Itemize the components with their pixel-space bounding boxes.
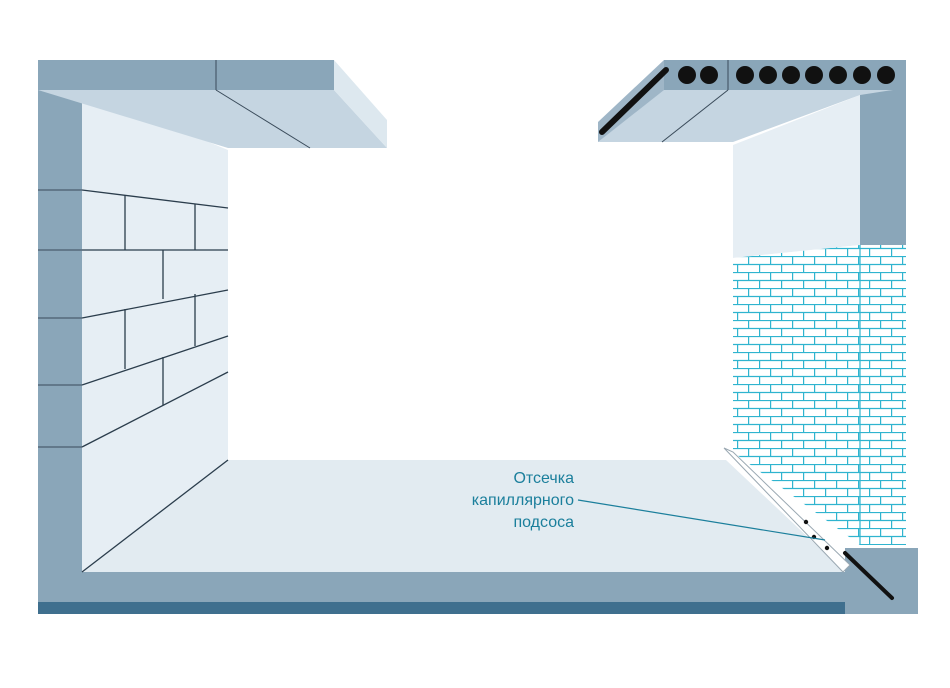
- callout-line: капиллярного: [471, 492, 574, 509]
- left-slab-edge: [334, 60, 387, 148]
- left-slab-front: [38, 60, 334, 90]
- floor-stripe: [38, 602, 848, 614]
- slab-hollow-cores: [678, 66, 895, 84]
- right-wall-upper-inner-face: [733, 95, 860, 258]
- right-brick-wall: [733, 88, 906, 545]
- left-block-wall: [38, 90, 229, 573]
- left-slab-underside: [38, 90, 387, 148]
- membrane-strip: [723, 447, 851, 573]
- right-slab-underside: [598, 88, 906, 142]
- callout-line: подсоса: [513, 514, 574, 531]
- floor-surface: [82, 460, 845, 572]
- floor-slab: [38, 460, 918, 614]
- left-wall-face: [38, 90, 82, 572]
- membrane-line: [843, 551, 894, 600]
- left-wall-block-joints: [81, 189, 229, 573]
- capillary-break: [723, 447, 894, 600]
- callout-leader-line: [577, 499, 826, 541]
- right-wall-brick-inner: [733, 245, 860, 545]
- callout-line: Отсечка: [513, 470, 574, 487]
- right-hollow-core-slab: [598, 60, 906, 143]
- left-wall-inner-face: [82, 90, 228, 572]
- left-ceiling-slab: [38, 60, 387, 149]
- membrane-dot: [824, 545, 830, 551]
- right-slab-black-strip: [599, 67, 669, 135]
- membrane-dot: [803, 519, 809, 525]
- floor-end-block: [845, 548, 918, 614]
- right-wall-brick-face: [860, 245, 906, 545]
- right-wall-column: [860, 88, 906, 248]
- floor-base: [38, 572, 848, 602]
- capillary-break-label: Отсечка капиллярного подсоса: [374, 468, 574, 534]
- left-slab-underside-joint: [215, 89, 311, 149]
- left-wall-face-joints: [38, 189, 82, 448]
- right-slab-underside-joint: [661, 89, 729, 143]
